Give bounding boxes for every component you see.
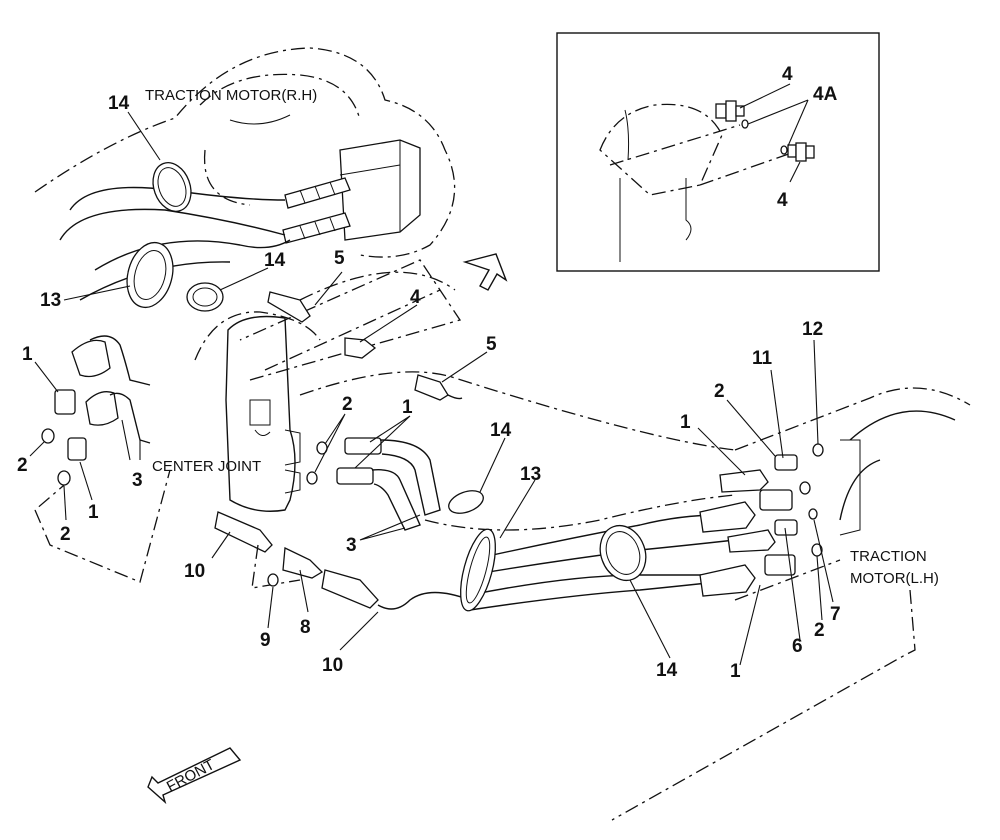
label-traction-motor-lh-line2: MOTOR(L.H) [850,570,939,587]
inset-callout-4-top: 4 [782,64,793,85]
lower-left-fittings [211,511,471,651]
left-fittings-group [29,335,171,583]
label-center-joint: CENTER JOINT [152,458,261,475]
inset-callout-4-bottom: 4 [777,190,788,211]
callout-2-left: 2 [17,455,28,476]
main-hoses [424,479,736,659]
inset-connector-4-top [715,100,745,122]
callout-2-right: 2 [714,381,725,402]
front-arrow: FRONT [147,747,242,805]
label-traction-motor-rh: TRACTION MOTOR(R.H) [145,87,317,104]
traction-motor-rh [34,47,456,312]
callout-11: 11 [752,348,773,369]
callout-1-right: 1 [680,412,691,433]
callout-13-center: 13 [520,464,541,485]
callout-10-bottom: 10 [322,655,343,676]
traction-motor-lh [611,339,971,821]
callout-14-mid: 14 [264,250,286,271]
callout-3-left: 3 [132,470,143,491]
callout-10-left: 10 [184,561,205,582]
callout-14-center: 14 [490,420,512,441]
callout-2-left-bottom: 2 [60,524,71,545]
callout-12: 12 [802,319,823,340]
center-fittings [306,413,506,541]
callout-3-center: 3 [346,535,357,556]
callout-5-top: 5 [334,248,345,269]
center-joint [194,259,736,512]
callout-1-left-bottom: 1 [88,502,99,523]
callout-7: 7 [830,604,841,625]
callout-1-left-top: 1 [22,344,33,365]
callout-1-center: 1 [402,397,413,418]
label-front: FRONT [164,756,218,795]
detail-inset: 4 4A 4 [556,32,880,272]
callout-4-mid: 4 [410,287,421,308]
label-traction-motor-lh-line1: TRACTION [850,548,927,565]
callout-1-right-bottom: 1 [730,661,741,682]
upper-center-fittings [267,271,488,401]
inset-callout-4a: 4A [813,84,838,105]
callout-8: 8 [300,617,311,638]
callout-14-bottom: 14 [656,660,678,681]
callout-6: 6 [792,636,803,657]
direction-arrow-icon [462,253,508,291]
callout-14-top: 14 [108,93,130,114]
callout-2-center: 2 [342,394,353,415]
callout-5-right: 5 [486,334,497,355]
callout-2-right-bottom: 2 [814,620,825,641]
callout-9: 9 [260,630,271,651]
inset-connector-4-bottom [787,142,815,162]
callout-13-left: 13 [40,290,61,311]
